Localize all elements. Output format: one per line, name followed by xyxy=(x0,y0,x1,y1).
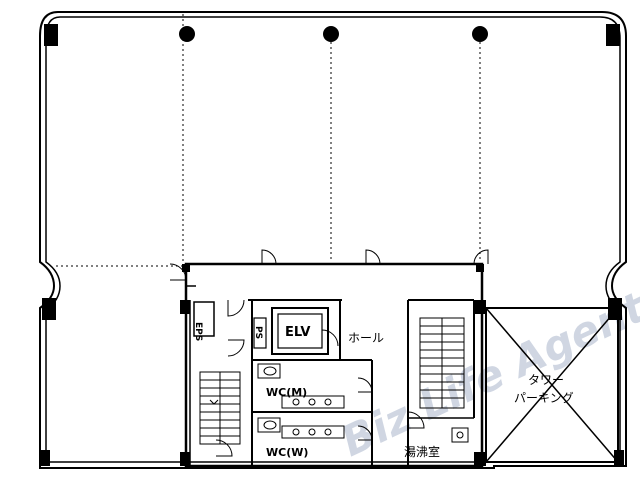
hall-label: ホール xyxy=(348,331,384,345)
elevator xyxy=(271,307,329,355)
toilet-fixtures xyxy=(257,363,345,439)
ps-label: PS xyxy=(253,326,263,339)
left-stair xyxy=(199,371,241,445)
right-stair-treads xyxy=(420,325,464,399)
left-stair-treads xyxy=(200,379,240,437)
elv-label: ELV xyxy=(285,325,310,340)
wc-w-label: WC(W) xyxy=(266,446,308,459)
eps-label: EPS xyxy=(193,322,203,341)
tower-parking xyxy=(485,307,619,463)
kitchenette-label: 湯沸室 xyxy=(404,444,440,459)
eps-room xyxy=(193,301,215,337)
tower-parking-label-2: パーキング xyxy=(514,391,574,405)
round-columns xyxy=(179,26,488,42)
tower-parking-label-1: タワー xyxy=(528,373,564,387)
ps-room xyxy=(253,317,267,349)
dotted-grid xyxy=(56,14,481,267)
kitchenette-sink xyxy=(451,427,469,443)
room-labels: EPS PS ELV ホール WC(M) WC(W) タワー パーキング 湯沸室 xyxy=(193,322,574,459)
core-walls xyxy=(184,262,484,468)
right-stair xyxy=(419,317,465,409)
wc-m-label: WC(M) xyxy=(266,386,307,399)
core-columns xyxy=(180,264,486,466)
